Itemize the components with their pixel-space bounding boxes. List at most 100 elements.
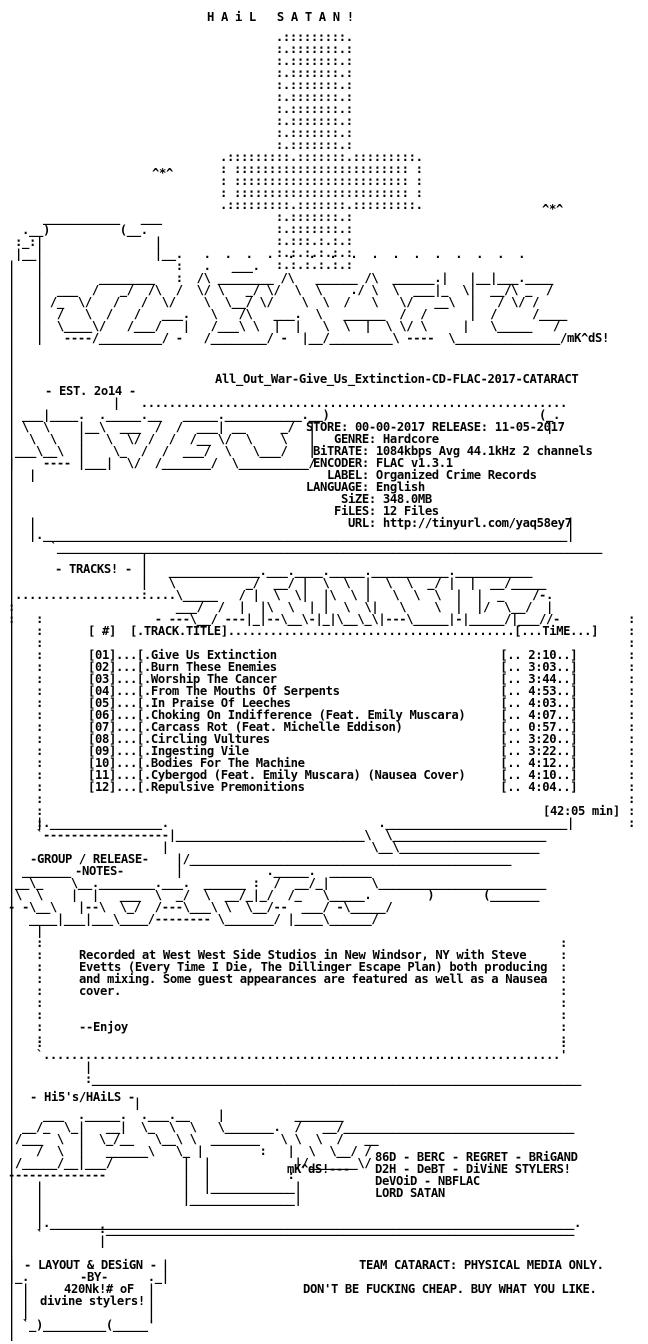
track-time: 2:10 bbox=[528, 648, 557, 662]
track-row: [04]...[.From The Mouths Of Serpents [..… bbox=[88, 684, 578, 698]
track-row: [10]...[.Bodies For The Machine [.. 4:12… bbox=[88, 756, 578, 770]
layout-label: - LAYOUT & DESiGN - bbox=[24, 1258, 157, 1272]
track-number: 01 bbox=[95, 648, 109, 662]
bitrate-value: 1084kbps Avg 44.1kHz 2 channels bbox=[375, 444, 593, 458]
release-name: All_Out_War-Give_Us_Extinction-CD-FLAC-2… bbox=[215, 372, 579, 386]
notes-body: Recorded at West West Side Studios in Ne… bbox=[79, 949, 548, 1034]
track-row: [06]...[.Choking On Indifference (Feat. … bbox=[88, 708, 578, 722]
files-value: 12 Files bbox=[382, 504, 439, 518]
greets-list: 86D - BERC - REGRET - BRiGAND D2H - DeBT… bbox=[375, 1151, 578, 1199]
team-line: TEAM CATARACT: PHYSICAL MEDIA ONLY. bbox=[359, 1258, 604, 1272]
label-label: LABEL: bbox=[326, 468, 369, 482]
track-number: 04 bbox=[95, 684, 109, 698]
track-time: 4:12 bbox=[528, 756, 557, 770]
label-value: Organized Crime Records bbox=[375, 468, 537, 482]
layout-by: -BY- bbox=[80, 1270, 108, 1284]
tracks-frame-left: : : : : : : : : : : : : : : : : : : bbox=[35, 612, 43, 830]
track-title: Circling Vultures bbox=[150, 732, 270, 746]
track-time: 3:22 bbox=[528, 744, 557, 758]
track-number: 09 bbox=[95, 744, 109, 758]
track-title: Repulsive Premonitions bbox=[150, 780, 305, 794]
greets-line-3: DeVOiD - NBFLAC bbox=[375, 1174, 480, 1188]
notes-frame-sides: : : : : : bbox=[35, 936, 568, 1046]
greets-line-2: D2H - DeBT - DiViNE STYLERS! bbox=[375, 1162, 571, 1176]
track-number: 07 bbox=[95, 720, 109, 734]
info-block: STORE: 00-00-2017 RELEASE: 11-05-2017 GE… bbox=[306, 421, 593, 529]
track-title: From The Mouths Of Serpents bbox=[150, 684, 340, 698]
track-row: [09]...[.Ingesting Vile [.. 3:22..] bbox=[88, 744, 578, 758]
page-title: H A i L S A T A N ! bbox=[207, 10, 354, 24]
greets-line-4: LORD SATAN bbox=[375, 1186, 445, 1200]
size-label: SiZE: bbox=[340, 492, 376, 506]
track-number: 06 bbox=[95, 708, 109, 722]
inverted-cross-art: .:::::::::. :.:::::::.: :.:::::::.: :.::… bbox=[219, 30, 423, 272]
greets-signature-text: mK^dS! bbox=[287, 1162, 329, 1176]
url-label: URL: bbox=[347, 516, 376, 530]
greets-section-label: - Hi5's/HAiLS - bbox=[30, 1090, 135, 1104]
footer-box-art: | | |_. ._| | | | | | | `_)_________(___… bbox=[8, 1258, 169, 1332]
track-time: 4:53 bbox=[528, 684, 557, 698]
greets-frame-bottom: :_______________________________________… bbox=[98, 1222, 575, 1248]
release-label: RELEASE: bbox=[431, 420, 488, 434]
track-time: 3:44 bbox=[528, 672, 557, 686]
layout-author-2: divine stylers! bbox=[40, 1294, 145, 1308]
genre-label: GENRE: bbox=[333, 432, 376, 446]
notes-section-label-2: -NOTES- bbox=[75, 864, 124, 878]
track-number: 11 bbox=[95, 768, 109, 782]
notes-line-3: and mixing. Some guest appearances are f… bbox=[79, 972, 548, 986]
info-logo-art: | ......................................… bbox=[8, 396, 568, 482]
track-time: 3:20 bbox=[528, 732, 557, 746]
tracks-header: [ #] [.TRACK.TITLE].....................… bbox=[88, 624, 599, 638]
greets-logo-art: | ___ ._____. .___.__ | _______ __/_ \_|… bbox=[8, 1096, 581, 1242]
info-frame-bottom: | | |.__________________________________… bbox=[28, 516, 602, 554]
tracks-frame-right: : : : : : : : : : : : : : : : : : : bbox=[628, 612, 635, 830]
encoder-label: ENCODER: bbox=[313, 456, 369, 470]
star-ornament-left: ^*^ bbox=[152, 166, 173, 180]
language-value: English bbox=[375, 480, 425, 494]
track-title: Ingesting Vile bbox=[150, 744, 249, 758]
track-number: 02 bbox=[95, 660, 109, 674]
star-ornament-right: ^*^ bbox=[542, 202, 563, 216]
encoder-value: FLAC v1.3.1 bbox=[375, 456, 453, 470]
notes-line-2: Evetts (Every Time I Die, The Dillinger … bbox=[79, 960, 548, 974]
track-row: [05]...[.In Praise Of Leeches [.. 4:03..… bbox=[88, 696, 578, 710]
track-number: 12 bbox=[95, 780, 109, 794]
track-time: 3:03 bbox=[528, 660, 557, 674]
notes-logo-art: |/______________________________________… bbox=[8, 852, 547, 938]
track-title: Cybergod (Feat. Emily Muscara) (Nausea C… bbox=[150, 768, 466, 782]
layout-author-1: 420Nk!# oF bbox=[64, 1282, 134, 1296]
track-row: [02]...[.Burn These Enemies [.. 3:03..] bbox=[88, 660, 578, 674]
header-time: [...TiME...] bbox=[514, 624, 599, 638]
notes-section-label: -GROUP / RELEASE- bbox=[30, 852, 149, 866]
track-title: Bodies For The Machine bbox=[150, 756, 305, 770]
notes-line-4: cover. bbox=[79, 984, 121, 998]
tracks-section-label: - TRACKS! - bbox=[55, 562, 132, 576]
tracks-logo-art: | | _____________.___.____._____._______… bbox=[8, 552, 561, 626]
est-label: - EST. 2o14 - bbox=[45, 384, 136, 398]
track-row: [12]...[.Repulsive Premonitions [.. 4:04… bbox=[88, 780, 578, 794]
files-label: FiLES: bbox=[333, 504, 376, 518]
track-time: 4:04 bbox=[528, 780, 557, 794]
track-title: Burn These Enemies bbox=[150, 660, 277, 674]
track-time: 4:07 bbox=[528, 708, 557, 722]
slogan-line: DON'T BE FUCKING CHEAP. BUY WHAT YOU LIK… bbox=[303, 1282, 597, 1296]
genre-value: Hardcore bbox=[382, 432, 439, 446]
track-row: [07]...[.Carcass Rot (Feat. Michelle Edd… bbox=[88, 720, 578, 734]
track-number: 08 bbox=[95, 732, 109, 746]
tracks-frame-bottom: |.________________. .___________________… bbox=[35, 816, 574, 854]
track-time: 0:57 bbox=[528, 720, 557, 734]
left-frame-rail: | | | | | | | | | | | | | | | | | | | | … bbox=[8, 259, 15, 1341]
track-row: [01]...[.Give Us Extinction [.. 2:10..] bbox=[88, 648, 578, 662]
notes-sign-off: --Enjoy bbox=[79, 1020, 128, 1034]
track-title: Carcass Rot (Feat. Michelle Eddison) bbox=[150, 720, 403, 734]
language-label: LANGUAGE: bbox=[306, 480, 369, 494]
header-num: [ #] bbox=[88, 624, 116, 638]
greets-signature: mK^dS!--- bbox=[287, 1162, 350, 1176]
track-list: [01]...[.Give Us Extinction [.. 2:10..] … bbox=[88, 648, 578, 794]
track-time: 4:03 bbox=[528, 696, 557, 710]
url-value: http://tinyurl.com/yaq58ey7 bbox=[382, 516, 572, 530]
track-title: Choking On Indifference (Feat. Emily Mus… bbox=[150, 708, 466, 722]
release-value: 11-05-2017 bbox=[494, 420, 565, 434]
track-row: [08]...[.Circling Vultures [.. 3:20..] bbox=[88, 732, 578, 746]
